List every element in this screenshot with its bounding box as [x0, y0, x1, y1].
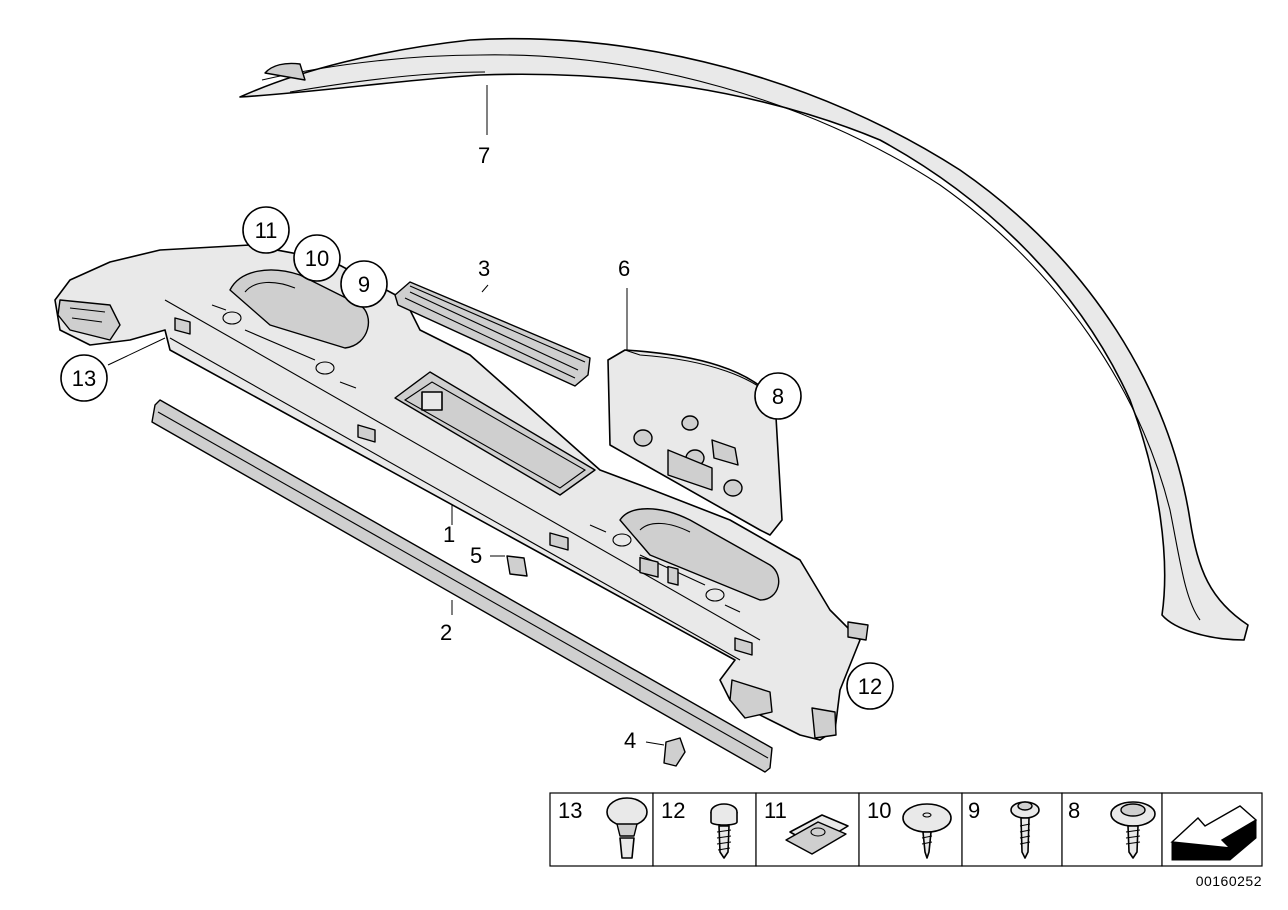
legend-number-8: 8 [1068, 798, 1080, 823]
legend-number-12: 12 [661, 798, 685, 823]
leader-lines [107, 85, 665, 746]
legend-number-11: 11 [764, 798, 787, 823]
callout-circle-13: 13 [60, 354, 108, 402]
front-direction-arrow-icon [1170, 805, 1258, 861]
callout-2: 2 [440, 620, 452, 645]
fastener-legend: 13 12 11 10 9 8 [549, 792, 1263, 867]
callout-6: 6 [618, 256, 630, 281]
callout-circle-12: 12 [846, 662, 894, 710]
flange-screw-icon [1110, 801, 1156, 859]
washer-screw-icon [902, 803, 952, 859]
callout-9: 9 [358, 272, 370, 297]
part-1-rear-shelf [54, 244, 869, 741]
callout-3: 3 [478, 256, 490, 281]
clip-nut-icon [785, 814, 849, 855]
part-4-clip [663, 737, 686, 767]
part-2-lower-strip [151, 399, 773, 773]
legend-number-13: 13 [558, 798, 582, 823]
legend-number-10: 10 [867, 798, 891, 823]
callout-11: 11 [255, 218, 278, 243]
part-3-grille-cover [394, 281, 591, 387]
collar-screw-icon [1010, 801, 1040, 859]
part-6-switch-panel [607, 349, 783, 586]
callout-8: 8 [772, 384, 784, 409]
part-7-arch-trim [239, 37, 1249, 641]
legend-cell-10 [858, 792, 963, 867]
callout-12: 12 [858, 674, 882, 699]
torx-screw-icon [710, 803, 738, 859]
callout-13: 13 [72, 366, 96, 391]
callout-10: 10 [305, 246, 329, 271]
callout-circle-11: 11 [242, 206, 290, 254]
callout-circle-9: 9 [340, 260, 388, 308]
callout-circle-8: 8 [754, 372, 802, 420]
callout-circle-10: 10 [293, 234, 341, 282]
part-5-clip [506, 555, 528, 577]
legend-number-9: 9 [968, 798, 980, 823]
callout-1: 1 [443, 522, 455, 547]
callout-7: 7 [478, 143, 490, 168]
push-rivet-icon [606, 797, 648, 859]
callout-5: 5 [470, 543, 482, 568]
catalog-number: 00160252 [1196, 873, 1262, 889]
callout-4: 4 [624, 728, 636, 753]
legend-cell-12 [652, 792, 757, 867]
